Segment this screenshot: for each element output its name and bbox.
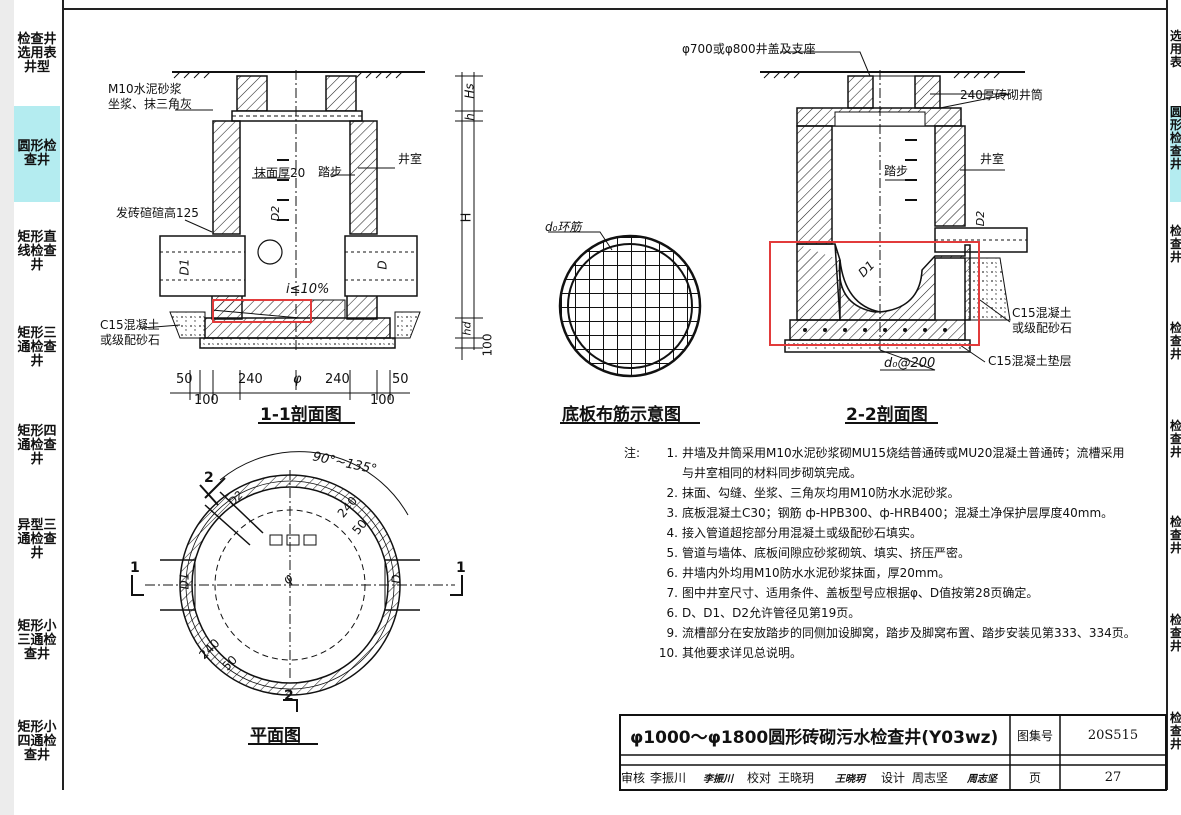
section-2-2-title: 2-2剖面图 [846,405,928,425]
note-item: 6.井墙内外均用M10防水水泥砂浆抹面，厚20mm。 [666,566,951,580]
tab-rect-small-cross-well[interactable]: 矩形小四通检查井 [17,720,57,763]
label-brick-shaft: 240厚砖砌井筒 [960,88,1043,102]
label-d2-1: D2 [269,205,283,222]
title-block: φ1000～φ1800圆形砖砌污水检查井(Y03wz) 图集号 20S515 页… [620,715,1166,790]
page-label: 页 [1028,771,1041,785]
designer-name: 周志坚 [911,771,948,785]
tab-well-selection[interactable]: 检查井选用表井型 [17,32,57,75]
atlas-label: 图集号 [1016,728,1053,743]
tab-round-well[interactable]: 圆形检查井 [14,106,60,202]
tab-rect-straight-well[interactable]: 矩形直线检查井 [17,230,57,273]
page-number: 27 [1104,770,1122,785]
label-step-2: 踏步 [884,164,909,178]
rebar-diagram [548,231,702,424]
tab-special-tee-well[interactable]: 异型三通检查井 [17,518,57,561]
notes-block: 注: 1.井墙及井筒采用M10水泥砂浆砌MU15烧结普通砖或MU20混凝土普通砖… [624,443,1160,663]
dim-phi: φ [293,372,302,387]
checker-name: 王晓玥 [777,771,814,785]
label-ring-rebar: d₀环筋 [545,220,582,234]
right-tab-4[interactable]: 检查井 [1170,321,1181,361]
tab-rect-small-tee-well[interactable]: 矩形小三通检查井 [17,619,57,662]
dim-100-left: 100 [194,393,219,408]
right-tab-6[interactable]: 检查井 [1170,515,1181,555]
reviewer-signature: 李振川 [703,774,733,785]
atlas-number: 20S515 [1087,727,1139,743]
dim-100-right: 100 [370,393,395,408]
dim-50-left: 50 [176,372,193,387]
label-plaster: 抹面厚20 [254,166,306,180]
label-d1-plan: D1 [177,572,192,590]
notes-prefix: 注: [624,446,641,460]
label-d-1: D [375,260,390,270]
label-brick-arch: 发砖碹碹高125 [116,206,199,220]
note-item: 5.管道与墙体、底板间隙应砂浆砌筑、填实、挤压严密。 [666,546,971,560]
viewer-left-edge [0,0,14,815]
label-concrete-2: C15混凝土 或级配砂石 [1012,306,1073,335]
checker-signature: 王晓玥 [835,774,865,785]
cut-mark-1-left: 1 [130,560,140,576]
design-label: 设计 [880,771,905,785]
section-1-1 [141,70,483,424]
label-concrete-1: C15混凝土 或级配砂石 [100,318,161,347]
plan-view [131,451,463,745]
label-d2-2: D2 [974,210,988,227]
note-item: 10.其他要求详见总说明。 [658,646,803,660]
dim-240-right: 240 [325,372,350,387]
note-item: 9.流槽部分在安放踏步的同侧加设脚窝，踏步及脚窝布置、踏步安装见第333、334… [666,626,1136,640]
note-item: 1.井墙及井筒采用M10水泥砂浆砌MU15烧结普通砖或MU20混凝土普通砖；流槽… [666,446,1125,460]
cut-mark-1-right: 1 [456,560,466,576]
title-block-grid [619,714,1167,791]
label-hs: Hs [462,83,477,99]
section-2-2 [760,51,1028,424]
label-d1-1: D1 [177,258,192,276]
cut-mark-2-top: 2 [204,470,214,486]
label-chamber-2: 井室 [980,152,1005,166]
highlight-channel-1-1 [212,299,312,323]
right-tab-round-well[interactable]: 圆形检查井 [1170,106,1181,202]
plan-title: 平面图 [250,726,301,746]
label-hd: hd [460,321,474,336]
right-tab-strip: 选用表 圆形检查井 检查井 检查井 检查井 检查井 检查井 检查井 [1166,0,1181,790]
note-item: 2.抹面、勾缝、坐浆、三角灰均用M10防水水泥砂浆。 [666,486,960,500]
right-tab-3[interactable]: 检查井 [1170,224,1181,264]
cut-mark-2-bottom: 2 [284,688,294,704]
label-rebar-spacing: d₀@200 [884,356,936,371]
label-chamber-1: 井室 [398,152,423,166]
right-tab-7[interactable]: 检查井 [1170,613,1181,653]
right-tab-8[interactable]: 检查井 [1170,711,1181,751]
check-label: 校对 [746,771,771,785]
reviewer-name: 李振川 [649,771,686,785]
drawing-title: φ1000～φ1800圆形砖砌污水检查井(Y03wz) [630,727,999,748]
note-item: 3.底板混凝土C30；钢筋 ф-HPB300、ф-HRB400；混凝土净保护层厚… [666,506,1114,520]
left-tab-strip: 检查井选用表井型 圆形检查井 矩形直线检查井 矩形三通检查井 矩形四通检查井 异… [0,0,64,790]
designer-signature: 周志坚 [967,774,997,785]
label-100-right: 100 [480,333,495,357]
label-cover-seat: φ700或φ800井盖及支座 [682,42,816,56]
label-mortar: M10水泥砂浆 坐浆、抹三角灰 [108,82,193,111]
label-cushion: C15混凝土垫层 [988,354,1072,368]
right-tab-5[interactable]: 检查井 [1170,419,1181,459]
right-tab-selection[interactable]: 选用表 [1170,29,1181,69]
highlight-channel-2-2 [769,241,980,346]
dim-50-right: 50 [392,372,409,387]
label-d-plan: D [389,574,404,584]
label-h-small: h [462,113,477,121]
tab-rect-cross-well[interactable]: 矩形四通检查井 [17,424,57,467]
rebar-title: 底板布筋示意图 [562,405,681,425]
note-item: 7.图中井室尺寸、适用条件、盖板型号应根据φ、D值按第28页确定。 [666,586,1039,600]
section-1-1-title: 1-1剖面图 [260,405,342,425]
label-slope: i≤10% [286,282,330,297]
label-step-1: 踏步 [318,165,343,179]
label-H: H [459,212,475,223]
drawing-sheet [62,8,1166,792]
note-item: 与井室相同的材料同步砌筑完成。 [682,466,863,480]
dim-240-left: 240 [238,372,263,387]
note-item: 6.D、D1、D2允许管径见第19页。 [666,606,861,620]
review-label: 审核 [620,771,645,785]
note-item: 4.接入管道超挖部分用混凝土或级配砂石填实。 [666,526,923,540]
tab-rect-tee-well[interactable]: 矩形三通检查井 [17,326,57,369]
